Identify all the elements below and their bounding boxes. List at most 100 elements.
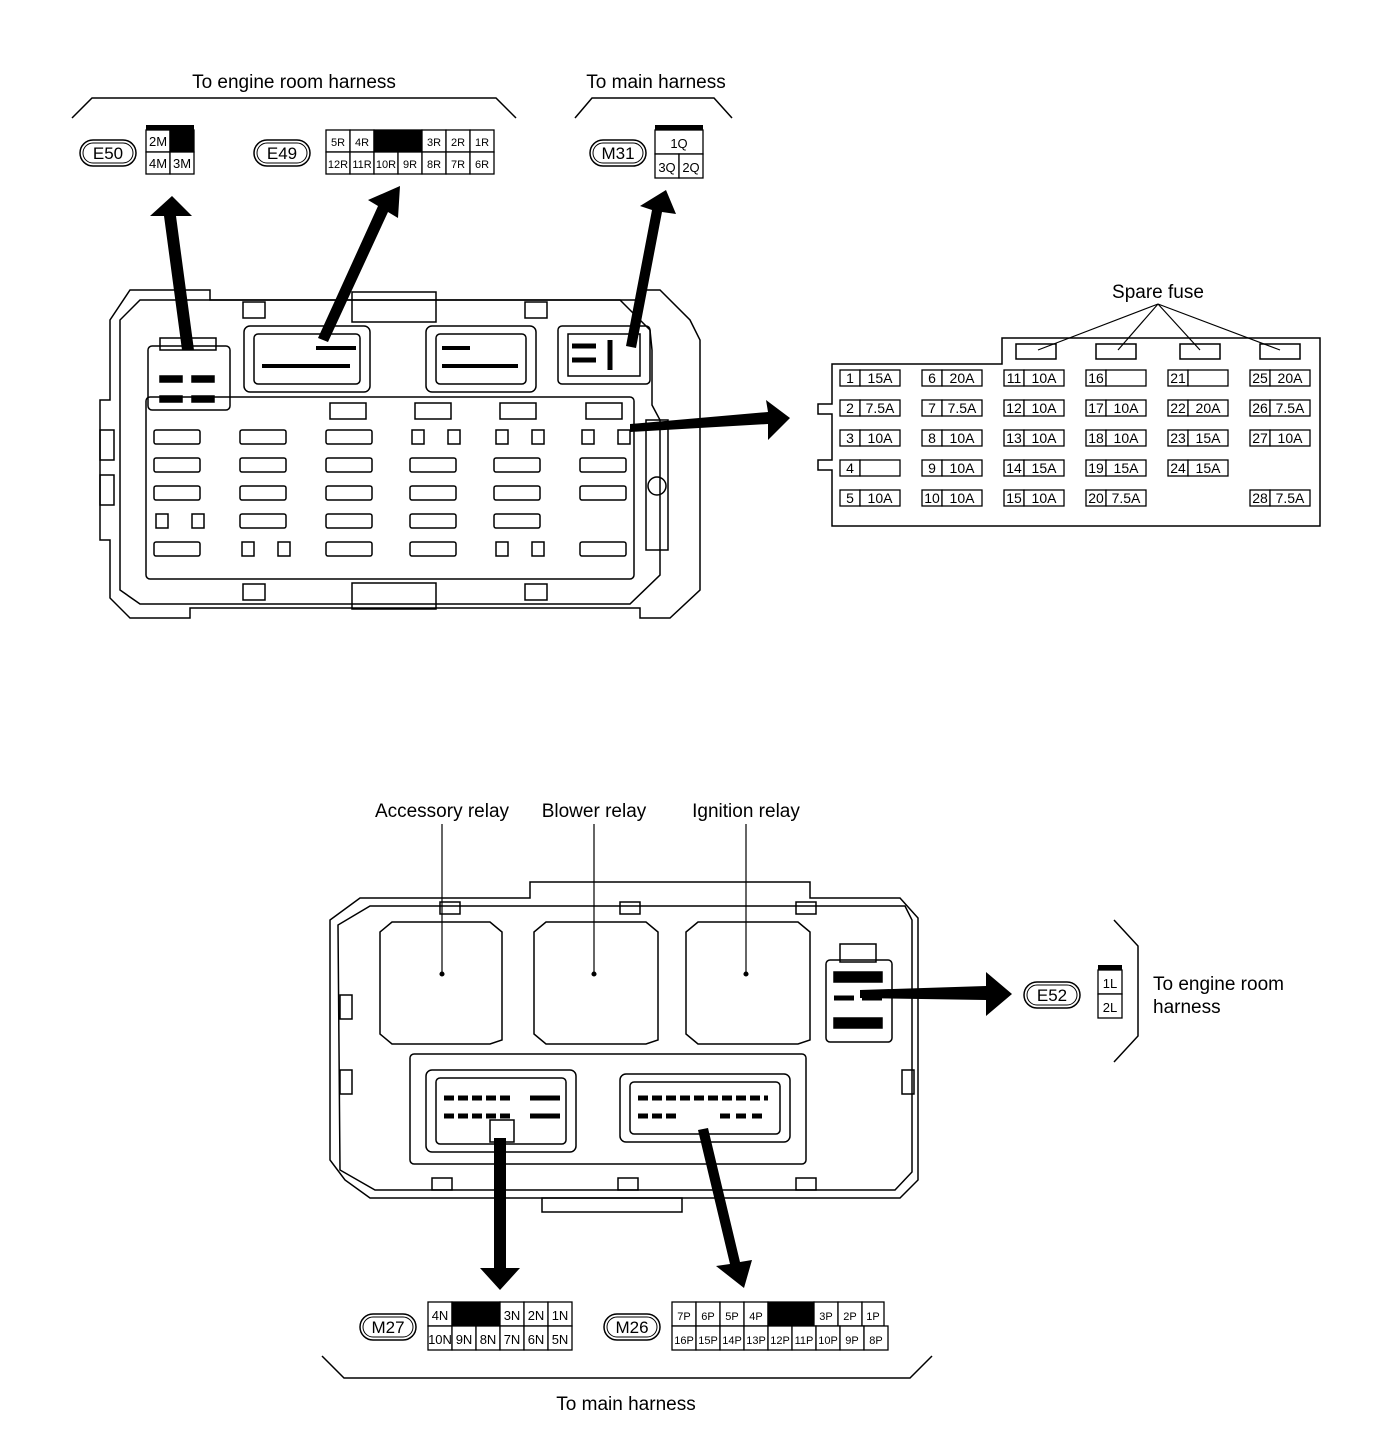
fuse-cell: [153, 429, 201, 445]
pin-label: 8R: [427, 159, 441, 171]
connector-e49-badge: [253, 139, 311, 167]
fuse-cell: [579, 485, 627, 501]
fuse-cell: [531, 541, 545, 557]
pin-cell: [719, 1301, 745, 1327]
fuse-cell: [493, 513, 541, 529]
connector-e50-badge: [79, 139, 137, 167]
pin-label: 1Q: [670, 136, 687, 151]
fuse-amperage: 10A: [1032, 400, 1058, 416]
pin-label: 10N: [428, 1332, 452, 1347]
pin-label: 1M: [173, 134, 191, 149]
fuse-cell: [579, 457, 627, 473]
fuse-amp-box: [941, 459, 983, 477]
fuse-number: 18: [1088, 430, 1104, 446]
pin-label: 1L: [1103, 976, 1117, 991]
pin-label: 1P: [866, 1311, 879, 1323]
connector-m31-badge: [589, 139, 647, 167]
pin-label: 2R: [451, 137, 465, 149]
pin-cell: [475, 1325, 501, 1351]
connector-m27-id: M27: [371, 1318, 404, 1337]
fuse-cell: [493, 457, 541, 473]
fuse-number: 11: [1007, 370, 1022, 386]
fuse-cell: [155, 513, 169, 529]
fuse-amp-box: [1269, 489, 1311, 507]
fuse-number: 25: [1252, 370, 1268, 386]
fuse-amperage: 20A: [950, 370, 976, 386]
fuse-amp-box: [1023, 399, 1065, 417]
top-engine-harness-label: To engine room harness: [192, 72, 396, 93]
spare-fuse-leaders: [1037, 303, 1281, 351]
fuse-number: 24: [1170, 460, 1186, 476]
pin-cell: [863, 1325, 889, 1351]
fuse-cell: [153, 457, 201, 473]
fuse-cell: [325, 457, 373, 473]
pin-label: 12P: [770, 1335, 790, 1347]
fuse-cell: [411, 429, 425, 445]
fuse-number: 19: [1088, 460, 1104, 476]
pin-cell: [451, 1301, 501, 1327]
fuse-number: 23: [1170, 430, 1186, 446]
pin-cell: [767, 1301, 815, 1327]
fuse-amp-box: [1105, 489, 1147, 507]
pin-label: 10P: [818, 1335, 838, 1347]
pin-label: 7N: [504, 1332, 521, 1347]
fuse-number: 14: [1006, 460, 1022, 476]
fuse-number: 7: [928, 400, 936, 416]
pin-label: 9R: [403, 159, 417, 171]
fuse-amp-box: [941, 489, 983, 507]
fuse-number: 28: [1252, 490, 1268, 506]
fuse-amperage: 10A: [868, 490, 894, 506]
pin-label: 4R: [355, 137, 369, 149]
connector-m26-badge: [603, 1313, 661, 1341]
lower-connector-m26-housing: [619, 1073, 791, 1143]
connector-e49-id: E49: [267, 144, 297, 163]
top-engine-harness-bracket: [71, 97, 517, 119]
pin-label: 4N: [432, 1308, 449, 1323]
fuse-number: 12: [1006, 400, 1022, 416]
pin-label: 7P: [677, 1311, 690, 1323]
pin-cell: [767, 1325, 793, 1351]
pin-cell: [427, 1301, 453, 1327]
fuse-amperage: 10A: [950, 430, 976, 446]
fuse-amperage: 10A: [1032, 490, 1058, 506]
pin-label: 13P: [746, 1335, 766, 1347]
fuse-amperage: 10A: [950, 490, 976, 506]
fuse-amp-box: [1187, 399, 1229, 417]
arrow-to-m31: [626, 190, 676, 348]
fuse-cell: [325, 541, 373, 557]
pin-key-bar: [1098, 965, 1122, 970]
pin-label: 6N: [528, 1332, 545, 1347]
fuse-cell: [447, 429, 461, 445]
fuse-cell: [153, 541, 201, 557]
fuse-cell: [239, 457, 287, 473]
fuse-amperage: 15A: [868, 370, 894, 386]
blower-relay: [533, 921, 659, 1045]
upper-connector-m31-housing: [557, 325, 651, 385]
lower-fuse-block: [329, 881, 919, 1213]
pin-label: 10R: [376, 159, 396, 171]
fuse-amperage: 10A: [1032, 430, 1058, 446]
arrow-to-e52: [860, 972, 1012, 1016]
pin-label: 3R: [427, 137, 441, 149]
arrow-to-e50: [150, 196, 194, 350]
pin-cell: [499, 1301, 525, 1327]
fuse-cell: [495, 429, 509, 445]
pin-label: 11R: [352, 159, 371, 171]
fuse-number: 5: [846, 490, 854, 506]
